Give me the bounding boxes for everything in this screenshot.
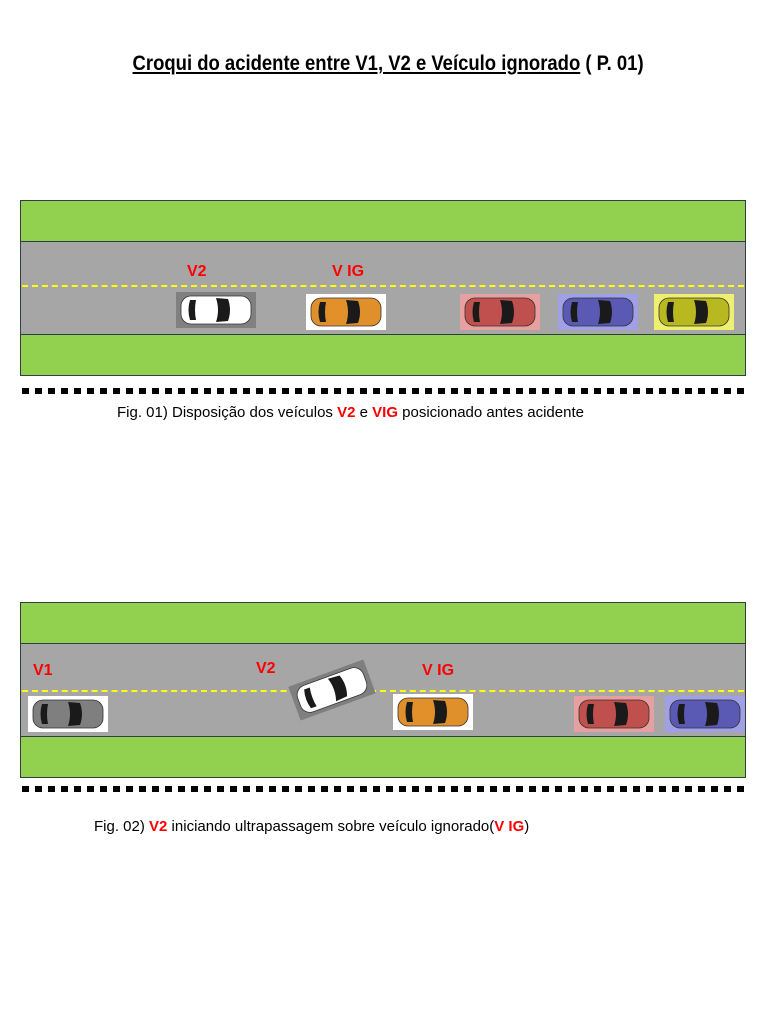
- car-roof: [482, 302, 498, 322]
- rear-window: [405, 702, 413, 722]
- dotted-separator: [22, 388, 744, 394]
- windshield: [500, 300, 514, 324]
- v2-label: V2: [256, 660, 276, 677]
- caption-text: Fig. 01) Disposição dos veículos: [117, 404, 338, 421]
- car-roof: [596, 704, 612, 724]
- windshield: [694, 300, 708, 324]
- title-page: ( P. 01): [580, 52, 644, 75]
- windshield: [433, 700, 447, 724]
- car-roof: [311, 681, 334, 706]
- page-title: Croqui do acidente entre V1, V2 e Veícul…: [50, 52, 726, 76]
- red-car: [460, 294, 540, 330]
- windshield: [68, 702, 82, 726]
- windshield: [327, 675, 348, 702]
- car-roof: [50, 704, 66, 724]
- grass-top: [20, 200, 746, 242]
- v1-label: V1: [33, 662, 53, 679]
- grass-bottom: [20, 736, 746, 778]
- car-roof: [198, 300, 214, 320]
- windshield: [346, 300, 360, 324]
- rear-window: [666, 302, 674, 322]
- caption-text: Fig. 02): [94, 818, 150, 835]
- vig-car: [306, 294, 386, 330]
- blue-car: [558, 294, 638, 330]
- caption-v2: V2: [149, 818, 168, 835]
- grass-bottom: [20, 334, 746, 376]
- grass-top: [20, 602, 746, 644]
- caption-text: ): [524, 818, 530, 835]
- car-roof: [676, 302, 692, 322]
- car-roof: [415, 702, 431, 722]
- v2-label: V2: [187, 263, 207, 280]
- caption-vig: VIG: [372, 404, 398, 421]
- rear-window: [304, 687, 317, 709]
- title-main: Croqui do acidente entre V1, V2 e Veícul…: [132, 52, 581, 75]
- rear-window: [188, 300, 196, 320]
- v1-car: [28, 696, 108, 732]
- dotted-separator: [22, 786, 744, 792]
- lane-divider: [22, 690, 744, 692]
- rear-window: [40, 704, 48, 724]
- v2-car: [288, 659, 376, 721]
- vig-label: V IG: [422, 662, 455, 679]
- windshield: [216, 298, 230, 322]
- car-body: [296, 667, 368, 713]
- rear-window: [677, 704, 685, 724]
- caption-vig: V IG: [494, 818, 525, 835]
- rear-window: [586, 704, 594, 724]
- caption-v2: V2: [337, 404, 356, 421]
- figure-1-caption: Fig. 01) Disposição dos veículos V2 e VI…: [117, 404, 584, 421]
- windshield: [614, 702, 628, 726]
- car-roof: [580, 302, 596, 322]
- caption-text: iniciando ultrapassagem sobre veículo ig…: [167, 818, 495, 835]
- rear-window: [318, 302, 326, 322]
- car-roof: [687, 704, 703, 724]
- windshield: [598, 300, 612, 324]
- car-roof: [328, 302, 344, 322]
- figure-2-caption: Fig. 02) V2 iniciando ultrapassagem sobr…: [94, 818, 529, 835]
- caption-text: posicionado antes acidente: [398, 404, 584, 421]
- vig-car: [393, 694, 473, 730]
- rear-window: [472, 302, 480, 322]
- blue-car: [665, 696, 745, 732]
- red-car: [574, 696, 654, 732]
- lane-divider: [22, 285, 744, 287]
- caption-text: e: [355, 404, 373, 421]
- v2-car: [176, 292, 256, 328]
- vig-label: V IG: [332, 263, 365, 280]
- rear-window: [570, 302, 578, 322]
- windshield: [705, 702, 719, 726]
- yellow-car: [654, 294, 734, 330]
